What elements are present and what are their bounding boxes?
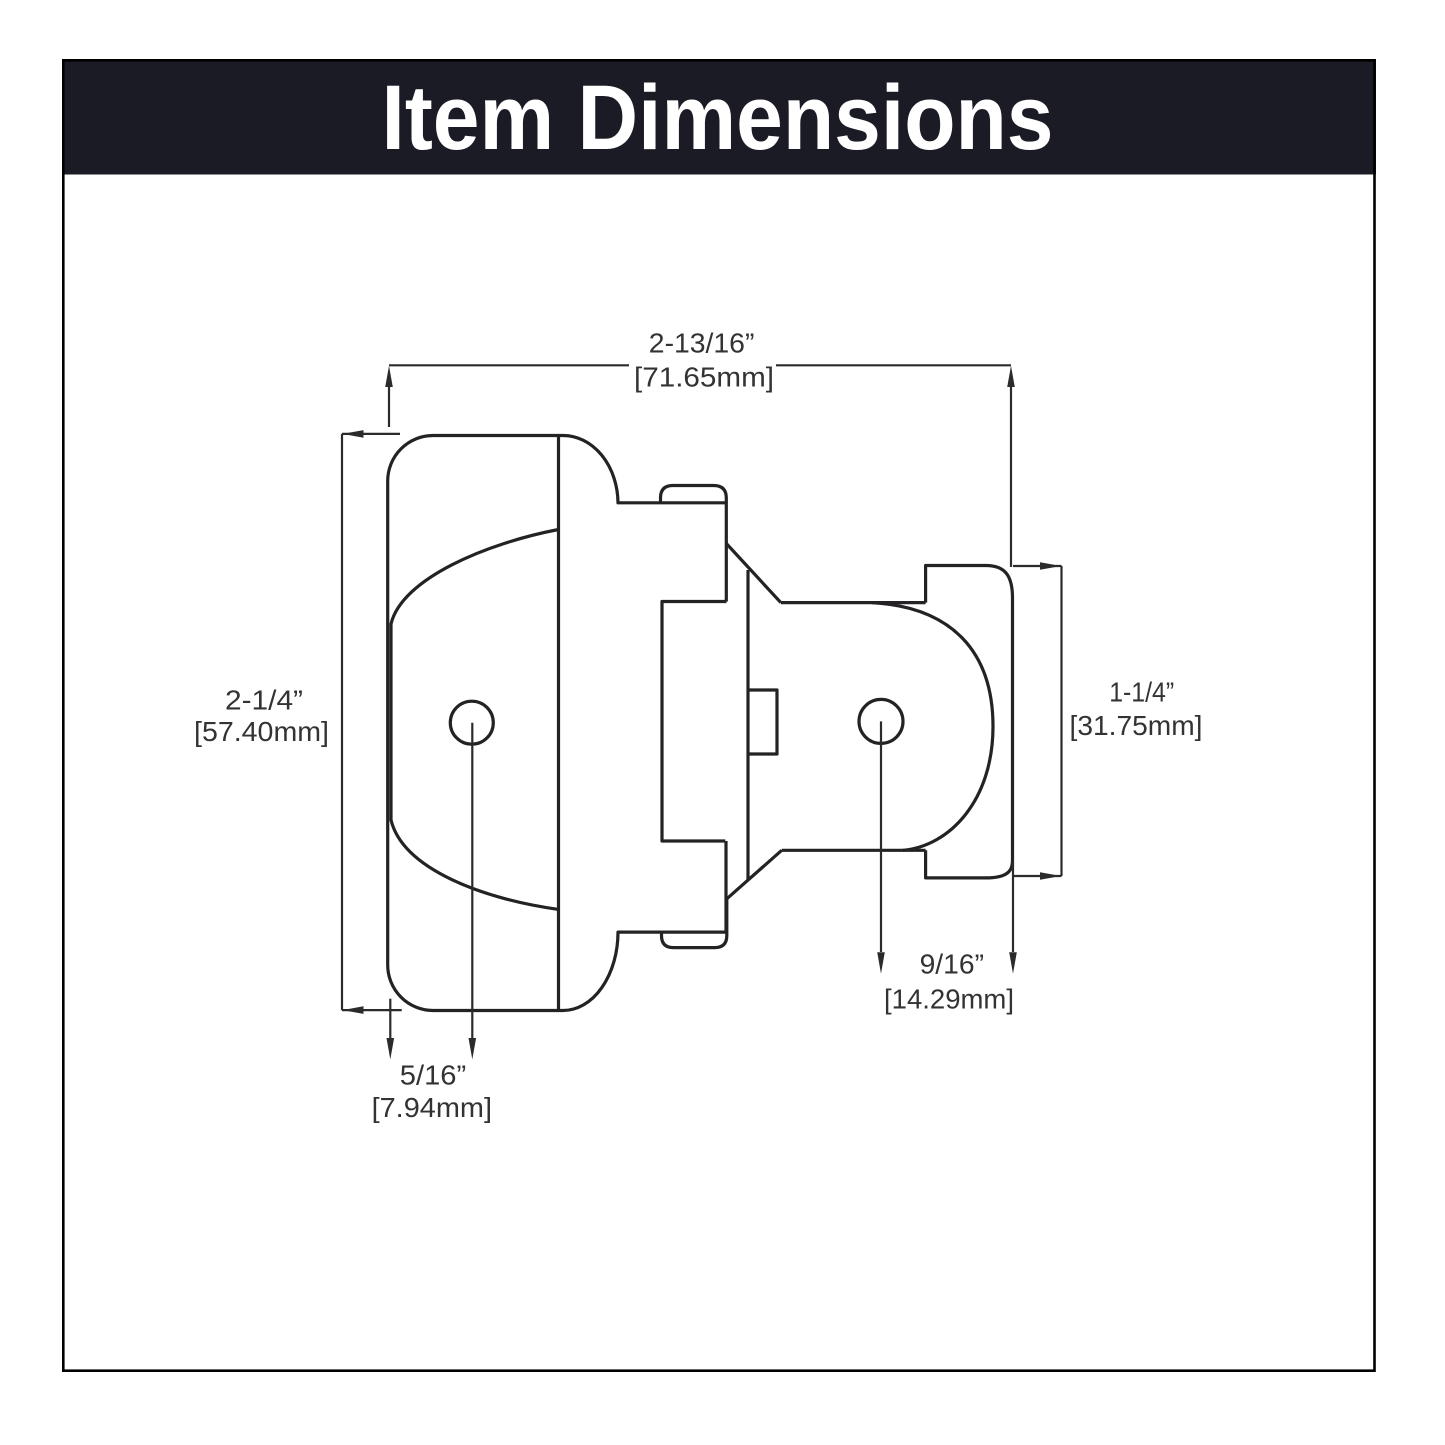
svg-text:2-1/4”: 2-1/4” [225, 685, 303, 716]
svg-text:9/16”: 9/16” [920, 949, 984, 980]
svg-text:5/16”: 5/16” [400, 1060, 466, 1091]
svg-text:Item Dimensions: Item Dimensions [382, 67, 1054, 169]
svg-text:[57.40mm]: [57.40mm] [194, 716, 329, 747]
svg-text:[7.94mm]: [7.94mm] [372, 1092, 492, 1123]
svg-text:[71.65mm]: [71.65mm] [634, 362, 774, 393]
svg-text:1-1/4”: 1-1/4” [1109, 677, 1174, 708]
svg-text:2-13/16”: 2-13/16” [649, 328, 755, 359]
svg-text:[31.75mm]: [31.75mm] [1070, 710, 1203, 741]
svg-text:[14.29mm]: [14.29mm] [884, 984, 1014, 1015]
